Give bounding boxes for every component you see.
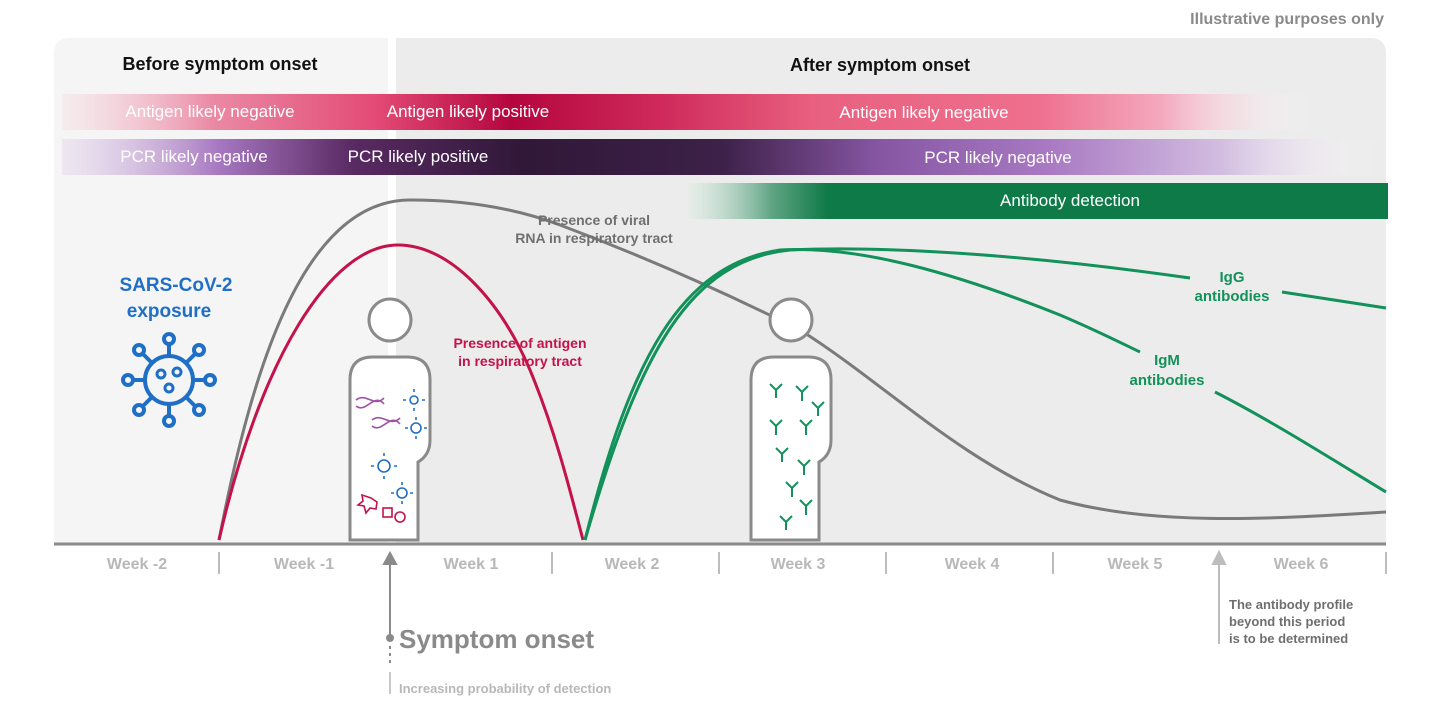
week-label: Week 3	[771, 556, 826, 573]
exposure-label-2: exposure	[127, 301, 211, 322]
pcr-band-label-1: PCR likely negative	[120, 147, 267, 166]
pcr-band-label-3: PCR likely negative	[924, 148, 1071, 167]
week-label: Week 5	[1108, 556, 1163, 573]
igm-curve	[583, 247, 1387, 541]
person-infected-icon	[348, 297, 432, 542]
probability-label: Increasing probability of detection	[399, 681, 611, 696]
week-label: Week -1	[274, 556, 334, 573]
igg-label-2: antibodies	[1194, 288, 1269, 305]
week-label: Week -2	[107, 556, 167, 573]
profile-marker	[1211, 549, 1227, 644]
exposure-label-1: SARS-CoV-2	[120, 275, 233, 296]
igm-label-1: IgM	[1154, 352, 1180, 369]
panel-before-title: Before symptom onset	[122, 54, 317, 74]
antigen-label-2: in respiratory tract	[458, 353, 582, 369]
antigen-curve	[217, 243, 585, 541]
symptom-onset-label: Symptom onset	[399, 624, 594, 654]
dna-icon	[355, 396, 401, 429]
igm-label-2: antibodies	[1129, 372, 1204, 389]
viral-rna-label-2: RNA in respiratory tract	[515, 230, 673, 246]
antigen-band	[62, 94, 1312, 130]
profile-note-3: is to be determined	[1229, 631, 1348, 646]
antibody-band-label: Antibody detection	[1000, 191, 1140, 210]
antibody-small-icon	[769, 383, 825, 530]
antigen-band-label-1: Antigen likely negative	[125, 102, 294, 121]
panel-after-title: After symptom onset	[790, 55, 970, 75]
week-labels: Week -2 Week -1 Week 1 Week 2 Week 3 Wee…	[107, 556, 1329, 573]
viral-rna-curve	[217, 198, 1387, 541]
week-label: Week 6	[1274, 556, 1329, 573]
illustrative-note: Illustrative purposes only	[1190, 11, 1384, 28]
person-recovered-icon	[749, 297, 833, 542]
virus-icon	[121, 332, 217, 428]
week-dividers	[218, 552, 1387, 574]
pcr-band-label-2: PCR likely positive	[348, 147, 489, 166]
antigen-label-1: Presence of antigen	[453, 335, 586, 351]
viral-rna-label-1: Presence of viral	[538, 212, 650, 228]
profile-note-1: The antibody profile	[1229, 597, 1353, 612]
virus-small-icon	[371, 389, 427, 504]
antigen-small-icon	[356, 493, 406, 523]
week-label: Week 1	[444, 556, 499, 573]
antigen-band-label-3: Antigen likely negative	[839, 103, 1008, 122]
pcr-band	[62, 139, 1380, 175]
week-label: Week 2	[605, 556, 660, 573]
profile-note-2: beyond this period	[1229, 614, 1345, 629]
symptom-onset-marker	[382, 550, 398, 694]
week-label: Week 4	[945, 556, 1000, 573]
antigen-band-label-2: Antigen likely positive	[387, 102, 550, 121]
igg-label-1: IgG	[1220, 269, 1245, 286]
antibody-band	[688, 183, 1388, 219]
